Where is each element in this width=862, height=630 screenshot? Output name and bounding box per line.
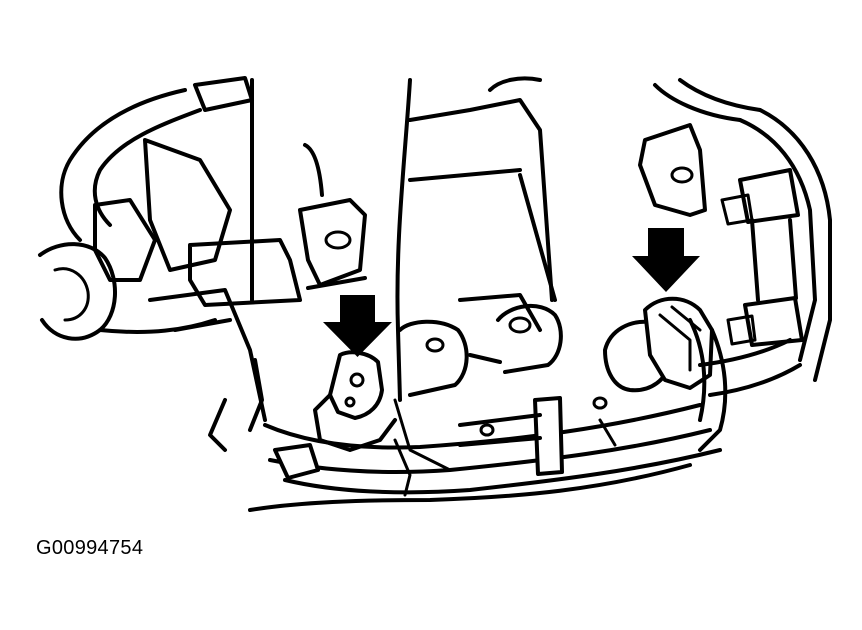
left-hose-assembly xyxy=(38,76,302,452)
left-down-arrow-icon xyxy=(323,295,392,357)
figure-id-label: G00994754 xyxy=(36,537,144,559)
wiring-harness xyxy=(248,396,722,512)
bolt-holes xyxy=(425,316,608,437)
right-sensor xyxy=(603,123,714,393)
right-hose-assembly xyxy=(653,78,832,452)
right-down-arrow-icon xyxy=(632,228,700,292)
engine-block xyxy=(250,76,563,472)
left-sensor xyxy=(298,143,397,452)
